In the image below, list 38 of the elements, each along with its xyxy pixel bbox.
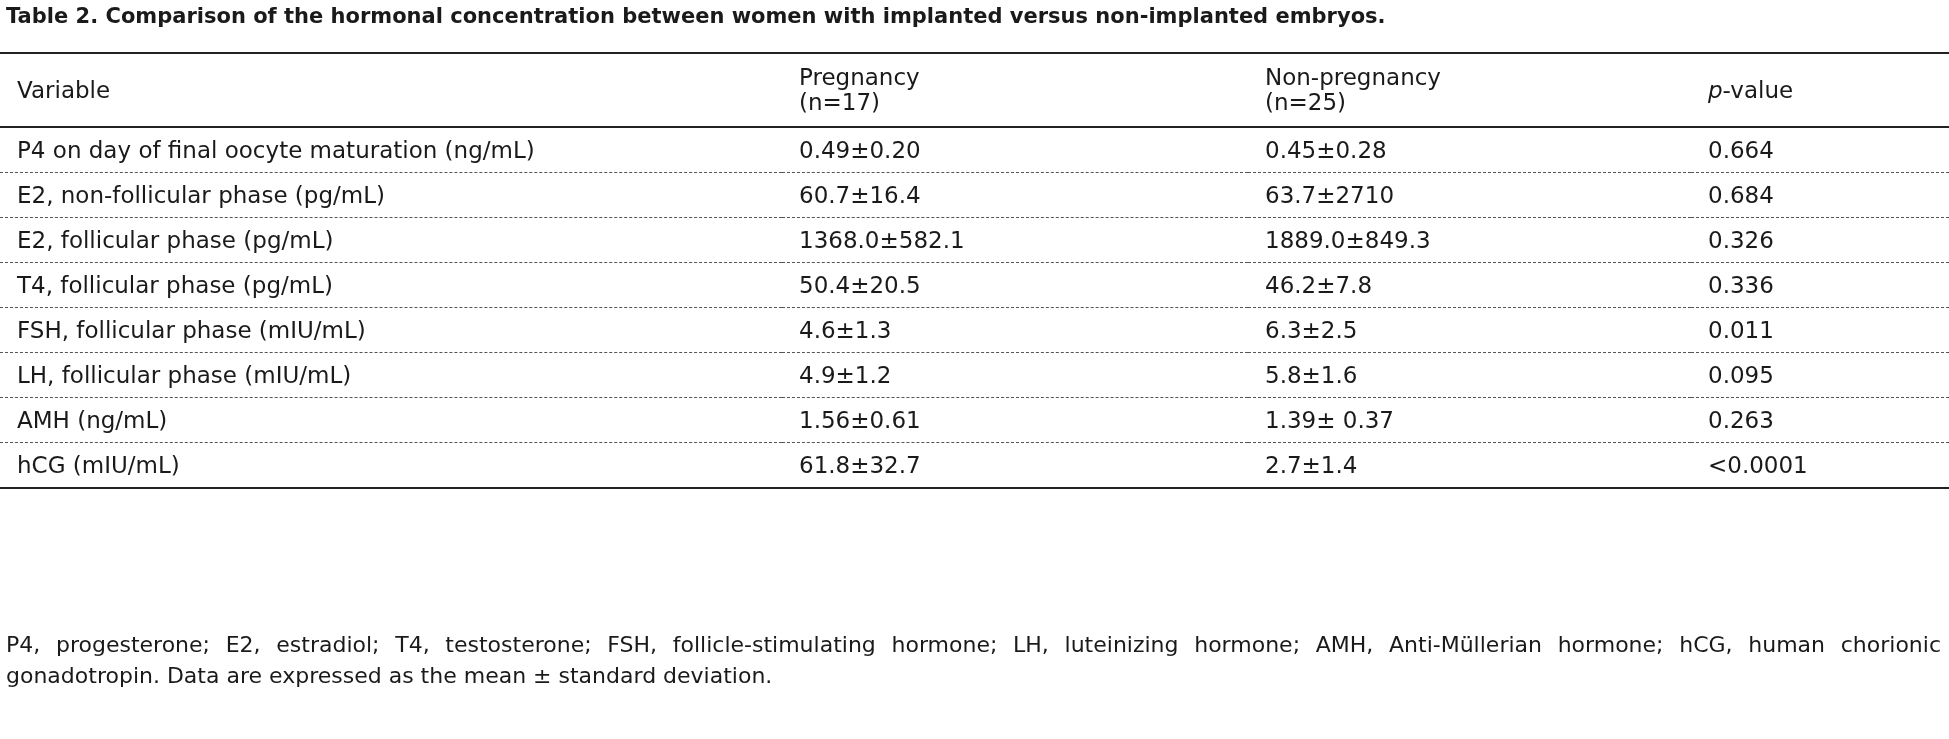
row-header: E2, non-follicular phase (pg/mL)	[17, 182, 385, 208]
column-header: p-value	[1708, 77, 1794, 104]
table-value: 1.39± 0.37	[1265, 407, 1394, 433]
table-value: 0.095	[1708, 362, 1774, 388]
row-header: AMH (ng/mL)	[17, 407, 168, 433]
table-value: 2.7±1.4	[1265, 452, 1358, 478]
table-value: 46.2±7.8	[1265, 272, 1373, 298]
table-value: 0.684	[1708, 182, 1774, 208]
table-value: 5.8±1.6	[1265, 362, 1358, 388]
table-value: 0.336	[1708, 272, 1774, 298]
column-header: Non-pregnancy (n=25)	[1265, 64, 1442, 116]
table-footnote: P4, progesterone; E2, estradiol; T4, testosterone; FSH, follicle-stimulating hormone; LH, luteinizing hormone; AMH, Anti-Müllerian hormone; hCG, human chorionic gonadotropin. Data are expressed as the mean ± standard deviation.	[6, 631, 1941, 690]
column-header: Pregnancy (n=17)	[799, 64, 921, 116]
row-header: FSH, follicular phase (mIU/mL)	[17, 317, 366, 343]
row-header: hCG (mIU/mL)	[17, 452, 180, 478]
table-value: 0.664	[1708, 137, 1774, 163]
table-value: 1889.0±849.3	[1265, 227, 1431, 253]
column-header: Variable	[17, 77, 111, 104]
table-value: 1.56±0.61	[799, 407, 921, 433]
row-header: LH, follicular phase (mIU/mL)	[17, 362, 352, 388]
table-value: 60.7±16.4	[799, 182, 921, 208]
table-value: 0.49±0.20	[799, 137, 921, 163]
table-value: 63.7±2710	[1265, 182, 1394, 208]
table-value: 0.326	[1708, 227, 1774, 253]
table-value: 4.9±1.2	[799, 362, 892, 388]
table-title: Table 2. Comparison of the hormonal concentration between women with implanted versus non-implanted embryos.	[6, 4, 1386, 28]
table-value: 0.45±0.28	[1265, 137, 1387, 163]
table-value: 50.4±20.5	[799, 272, 921, 298]
table-value: 0.011	[1708, 317, 1774, 343]
table-value: 4.6±1.3	[799, 317, 892, 343]
table-value: <0.0001	[1708, 452, 1808, 478]
row-header: P4 on day of final oocyte maturation (ng/mL)	[17, 137, 535, 163]
row-header: E2, follicular phase (pg/mL)	[17, 227, 334, 253]
row-header: T4, follicular phase (pg/mL)	[17, 272, 333, 298]
table-value: 6.3±2.5	[1265, 317, 1358, 343]
table-value: 1368.0±582.1	[799, 227, 965, 253]
table-value: 0.263	[1708, 407, 1774, 433]
table-value: 61.8±32.7	[799, 452, 921, 478]
